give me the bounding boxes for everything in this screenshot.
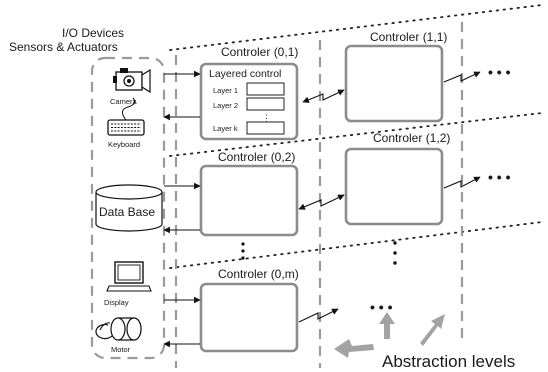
display-label: Display: [104, 298, 129, 307]
layer-2-label: Layer 2: [213, 101, 238, 110]
link-c0m-next: [298, 308, 339, 323]
controller-0-2-box: [199, 164, 299, 237]
abstraction-arrow-left: [334, 339, 374, 358]
motor-label: Motor: [111, 345, 131, 354]
motor-icon: [95, 317, 142, 341]
controller-1-2-box: [344, 147, 444, 226]
layer-2-box: [246, 97, 285, 111]
device-panel: [90, 56, 166, 360]
abstraction-levels-label: Abstraction levels: [382, 352, 515, 371]
layer-k-label: Layer k: [213, 124, 238, 133]
display-icon: [106, 261, 152, 292]
layer-1-label: Layer 1: [213, 86, 238, 95]
controller-0-m-box: [199, 282, 299, 353]
layer-k-box: [246, 121, 285, 135]
layer-1-box: [246, 82, 285, 96]
database-label: Data Base: [99, 205, 155, 219]
layer-ellipsis: ⋮: [262, 113, 271, 123]
ellipsis-row2: • • •: [488, 169, 511, 185]
layered-control-title: Layered control: [209, 68, 281, 80]
camera-label: Camera: [110, 97, 138, 106]
abstraction-arrow-diagonal: [420, 314, 445, 346]
dotted-separator-2: [169, 112, 543, 157]
link-c02-c12: [298, 194, 345, 210]
link-c11-next: [443, 71, 481, 83]
dotted-separator-3: [169, 221, 543, 269]
keyboard-icon: [107, 97, 145, 136]
ellipsis-row3: • • •: [370, 299, 393, 315]
controller-0-2-label: Controler (0,2): [218, 150, 295, 164]
camera-icon: [113, 68, 151, 94]
controller-1-2-label: Controler (1,2): [373, 131, 450, 145]
controller-0-1-label: Controler (0,1): [221, 45, 298, 59]
ellipsis-row1: • • •: [488, 64, 511, 80]
vertical-ellipsis-col1: [393, 241, 397, 265]
io-devices-label: I/O Devices: [62, 26, 124, 40]
abstraction-arrow-up: [379, 312, 395, 339]
vertical-ellipsis-col0: [241, 242, 245, 260]
dotted-separator-top: [169, 4, 543, 51]
link-c01-c11: [302, 89, 345, 103]
keyboard-label: Keyboard: [108, 140, 140, 149]
controller-0-m-label: Controler (0,m): [218, 267, 299, 281]
controller-1-1-box: [344, 44, 444, 123]
controller-1-1-label: Controler (1,1): [370, 30, 447, 44]
sensors-actuators-label: Sensors & Actuators: [9, 40, 118, 54]
database-icon: [95, 184, 163, 232]
link-c12-next: [443, 176, 481, 189]
